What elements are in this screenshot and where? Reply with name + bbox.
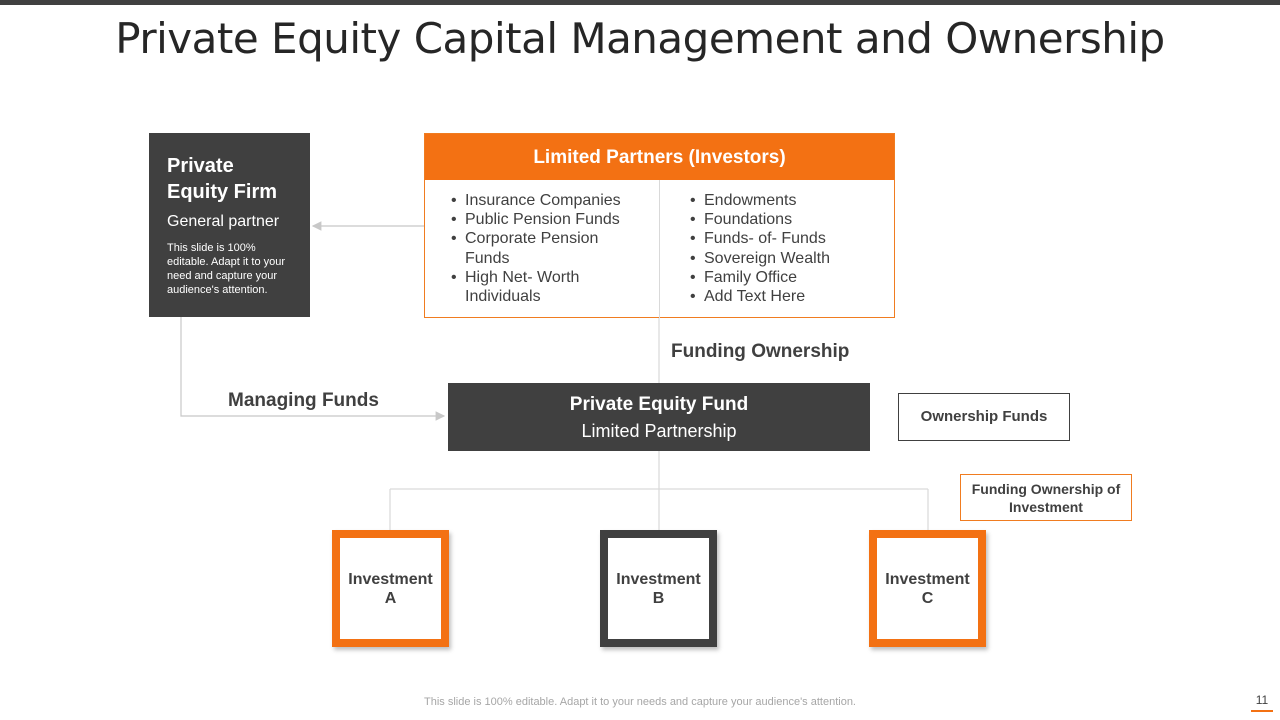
page-number-underline [1251, 710, 1273, 712]
limited-partners-divider [659, 180, 660, 318]
list-item: Insurance Companies [447, 191, 647, 210]
funding-ownership-investment-box: Funding Ownership of Investment [960, 474, 1132, 521]
list-item: Sovereign Wealth [686, 249, 886, 268]
ownership-funds-box: Ownership Funds [898, 393, 1070, 441]
investment-b-label: Investment B [616, 570, 701, 607]
investment-c-box: Investment C [869, 530, 986, 647]
top-bar [0, 0, 1280, 5]
list-item: High Net- Worth Individuals [447, 268, 647, 306]
slide-title: Private Equity Capital Management and Ow… [115, 14, 1165, 63]
page-number: 11 [1255, 693, 1269, 707]
slide-footer: This slide is 100% editable. Adapt it to… [424, 696, 856, 708]
firm-subtitle: General partner [167, 213, 280, 230]
list-item: Endowments [686, 191, 886, 210]
managing-funds-label: Managing Funds [228, 390, 379, 411]
list-item: Add Text Here [686, 287, 886, 306]
limited-partners-box: Limited Partners (Investors) Insurance C… [424, 133, 895, 318]
investment-b-box: Investment B [600, 530, 717, 647]
funding-ownership-label: Funding Ownership [671, 341, 850, 362]
fund-subtitle: Limited Partnership [581, 421, 737, 441]
limited-partners-header: Limited Partners (Investors) [425, 134, 894, 180]
list-item: Foundations [686, 210, 886, 229]
investment-a-box: Investment A [332, 530, 449, 647]
list-item: Public Pension Funds [447, 210, 647, 229]
fund-title: Private Equity Fund [569, 394, 749, 415]
private-equity-firm-box: Private Equity Firm General partner This… [149, 133, 310, 317]
list-item: Funds- of- Funds [686, 229, 886, 248]
private-equity-fund-box: Private Equity Fund Limited Partnership [448, 383, 870, 451]
limited-partners-right-list: Endowments Foundations Funds- of- Funds … [686, 191, 886, 306]
limited-partners-left-list: Insurance Companies Public Pension Funds… [447, 191, 647, 306]
firm-note: This slide is 100% editable. Adapt it to… [167, 242, 286, 296]
list-item: Family Office [686, 268, 886, 287]
investment-a-label: Investment A [348, 570, 433, 607]
list-item: Corporate Pension Funds [447, 229, 647, 267]
firm-title: Private Equity Firm [167, 155, 278, 203]
firm-to-fund-connector [180, 317, 446, 421]
investment-c-label: Investment C [885, 570, 970, 607]
